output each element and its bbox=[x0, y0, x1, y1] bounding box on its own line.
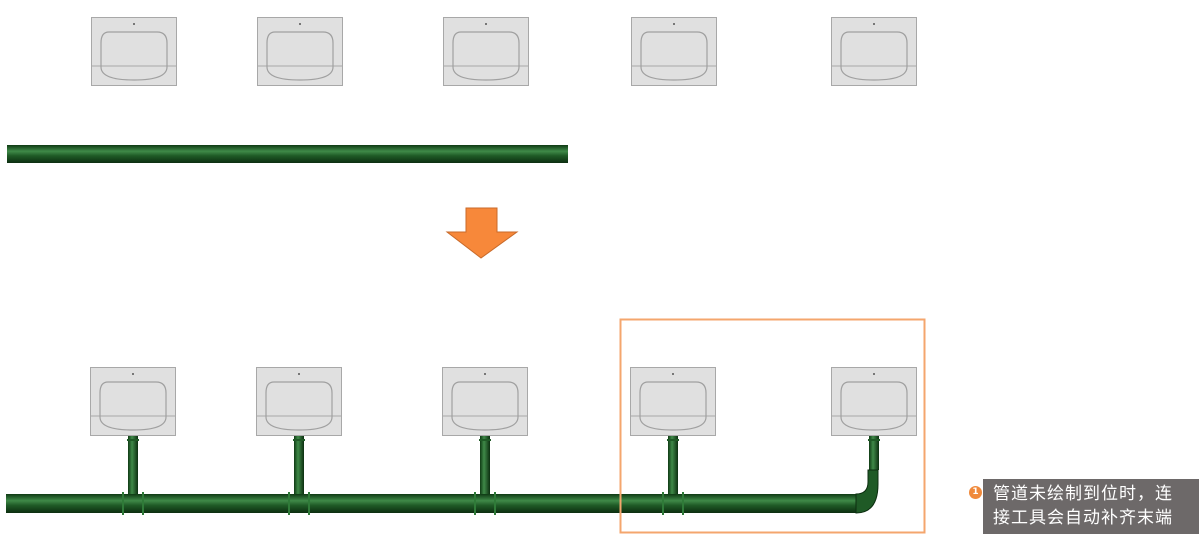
sink-icon bbox=[630, 367, 716, 436]
branch-pipe bbox=[668, 436, 678, 494]
branch-pipe bbox=[294, 436, 304, 494]
bottom-fixture-row bbox=[90, 367, 917, 436]
sink-icon bbox=[831, 17, 917, 86]
bottom-pipe bbox=[6, 494, 858, 513]
arrow-down-icon bbox=[445, 207, 519, 259]
sink-icon bbox=[442, 367, 528, 436]
pipe-elbow bbox=[855, 469, 879, 514]
sink-icon bbox=[90, 367, 176, 436]
annotation-line-2: 接工具会自动补齐末端 bbox=[993, 508, 1173, 528]
annotation-note: 管道未绘制到位时，连 接工具会自动补齐末端 bbox=[983, 479, 1199, 534]
sink-icon bbox=[91, 17, 177, 86]
sink-icon bbox=[257, 17, 343, 86]
annotation-badge: 1 bbox=[969, 486, 982, 499]
branch-pipe bbox=[128, 436, 138, 494]
top-pipe bbox=[7, 145, 568, 163]
sink-icon bbox=[443, 17, 529, 86]
branch-pipe bbox=[869, 436, 879, 470]
annotation-line-1: 管道未绘制到位时，连 bbox=[993, 484, 1173, 504]
top-fixture-row bbox=[91, 17, 917, 86]
highlight-box bbox=[619, 318, 926, 534]
branch-pipes bbox=[127, 436, 880, 494]
branch-pipe bbox=[480, 436, 490, 494]
sink-icon bbox=[631, 17, 717, 86]
sink-icon bbox=[256, 367, 342, 436]
sink-icon bbox=[831, 367, 917, 436]
